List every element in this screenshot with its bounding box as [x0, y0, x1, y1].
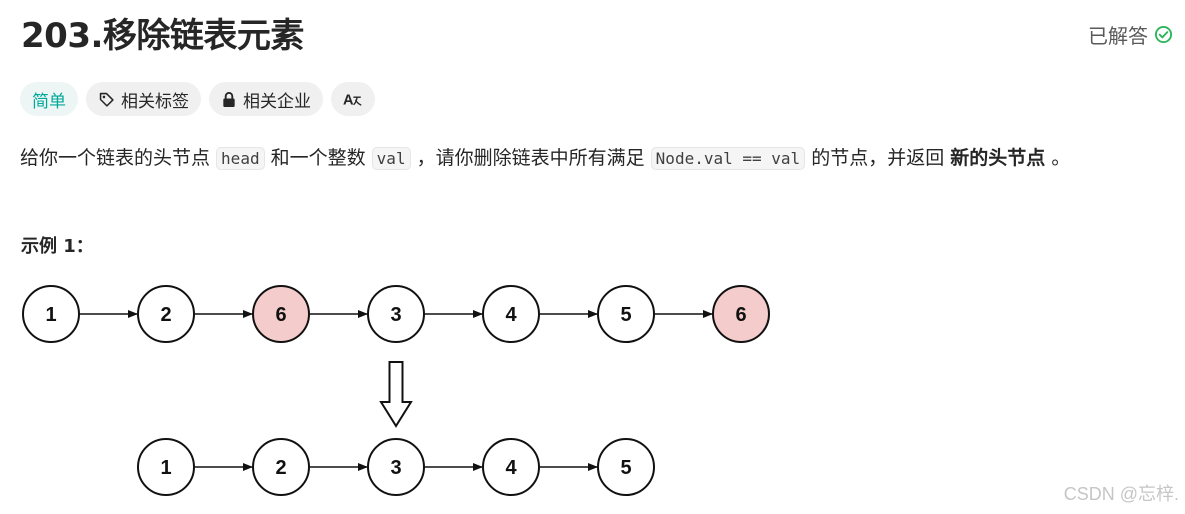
output-linked-list: 1 2 3 4 5 — [137, 438, 655, 496]
related-companies-button[interactable]: 相关企业 — [209, 82, 323, 116]
code-head: head — [216, 147, 265, 170]
node-value: 4 — [505, 304, 517, 326]
node-value: 4 — [505, 457, 517, 479]
list-node — [482, 285, 540, 343]
node-value: 5 — [620, 304, 631, 326]
down-arrow-icon — [379, 361, 413, 428]
translate-button[interactable]: A — [331, 82, 375, 116]
difficulty-label: 简单 — [32, 91, 66, 112]
list-node — [137, 438, 195, 496]
node-value: 3 — [390, 457, 401, 479]
example-title: 示例 1： — [21, 236, 94, 257]
description-emphasis: 新的头节点 — [950, 147, 1046, 169]
list-node — [482, 438, 540, 496]
node-value: 2 — [160, 304, 171, 326]
node-value: 3 — [390, 304, 401, 326]
related-companies-label: 相关企业 — [243, 91, 311, 112]
list-node — [367, 438, 425, 496]
node-value: 1 — [160, 457, 171, 479]
description-text: 。 — [1045, 147, 1071, 169]
node-value: 2 — [275, 457, 286, 479]
tag-row: 简单 相关标签 相关企业 A — [20, 82, 375, 116]
problem-title: 203.移除链表元素 — [21, 14, 304, 58]
problem-number: 203. — [21, 16, 103, 56]
removed-node — [712, 285, 770, 343]
description-text: ，请你删除链表中所有满足 — [410, 147, 651, 169]
description-text: 和一个整数 — [264, 147, 372, 169]
list-node — [597, 285, 655, 343]
code-val: val — [371, 147, 411, 170]
list-node — [367, 285, 425, 343]
node-value: 6 — [735, 304, 746, 326]
related-topics-button[interactable]: 相关标签 — [86, 82, 201, 116]
tag-icon — [98, 91, 115, 108]
translate-icon: A — [343, 90, 363, 108]
node-value: 5 — [620, 457, 631, 479]
problem-name: 移除链表元素 — [102, 16, 305, 56]
linked-list-diagram: 1 2 6 3 4 5 6 1 2 3 4 5 — [22, 285, 770, 496]
list-node — [597, 438, 655, 496]
removed-node — [252, 285, 310, 343]
solved-label: 已解答 — [1088, 24, 1148, 48]
solved-status: 已解答 — [1088, 20, 1173, 49]
difficulty-badge[interactable]: 简单 — [20, 82, 78, 116]
list-node — [22, 285, 80, 343]
list-node — [137, 285, 195, 343]
related-topics-label: 相关标签 — [121, 91, 189, 112]
watermark: CSDN @忘梓. — [1063, 484, 1179, 504]
check-circle-icon — [1154, 25, 1173, 44]
input-linked-list: 1 2 6 3 4 5 6 — [22, 285, 770, 343]
problem-description: 给你一个链表的头节点 head 和一个整数 val ，请你删除链表中所有满足 N… — [20, 143, 1070, 174]
description-text: 给你一个链表的头节点 — [20, 147, 217, 169]
svg-text:A: A — [343, 92, 354, 108]
list-node — [252, 438, 310, 496]
description-text: 的节点，并返回 — [805, 147, 951, 169]
lock-icon — [221, 91, 237, 108]
node-value: 1 — [45, 304, 56, 326]
code-condition: Node.val == val — [650, 147, 806, 170]
node-value: 6 — [275, 304, 286, 326]
